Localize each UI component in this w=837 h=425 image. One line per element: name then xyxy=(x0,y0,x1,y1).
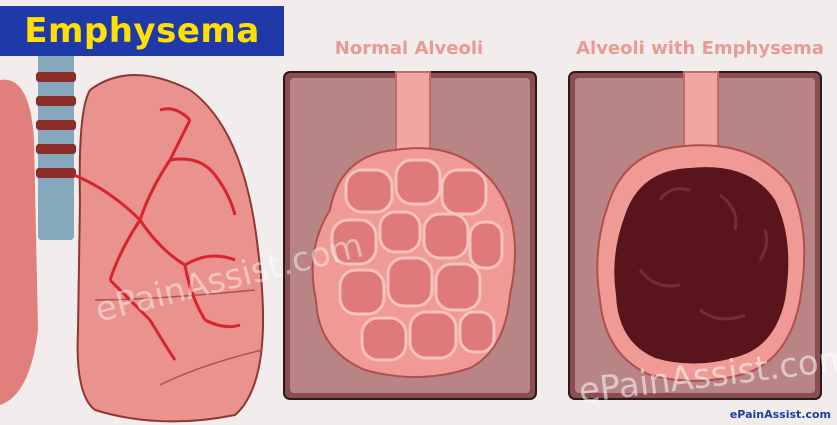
left-lung xyxy=(0,80,38,405)
trachea xyxy=(38,40,74,240)
emphysema-alveoli-label: Alveoli with Emphysema xyxy=(565,38,835,59)
page-title: Emphysema xyxy=(24,11,260,51)
trachea-ring xyxy=(36,120,76,130)
damaged-alveoli xyxy=(614,167,788,363)
lung-illustration xyxy=(0,40,263,421)
trachea-ring xyxy=(36,96,76,106)
credit-link[interactable]: ePainAssist.com xyxy=(730,408,831,421)
normal-alveoli-label: Normal Alveoli xyxy=(284,38,534,59)
trachea-ring xyxy=(36,144,76,154)
title-banner: Emphysema xyxy=(0,6,284,56)
trachea-ring xyxy=(36,72,76,82)
right-lung xyxy=(78,75,263,421)
trachea-ring xyxy=(36,168,76,178)
